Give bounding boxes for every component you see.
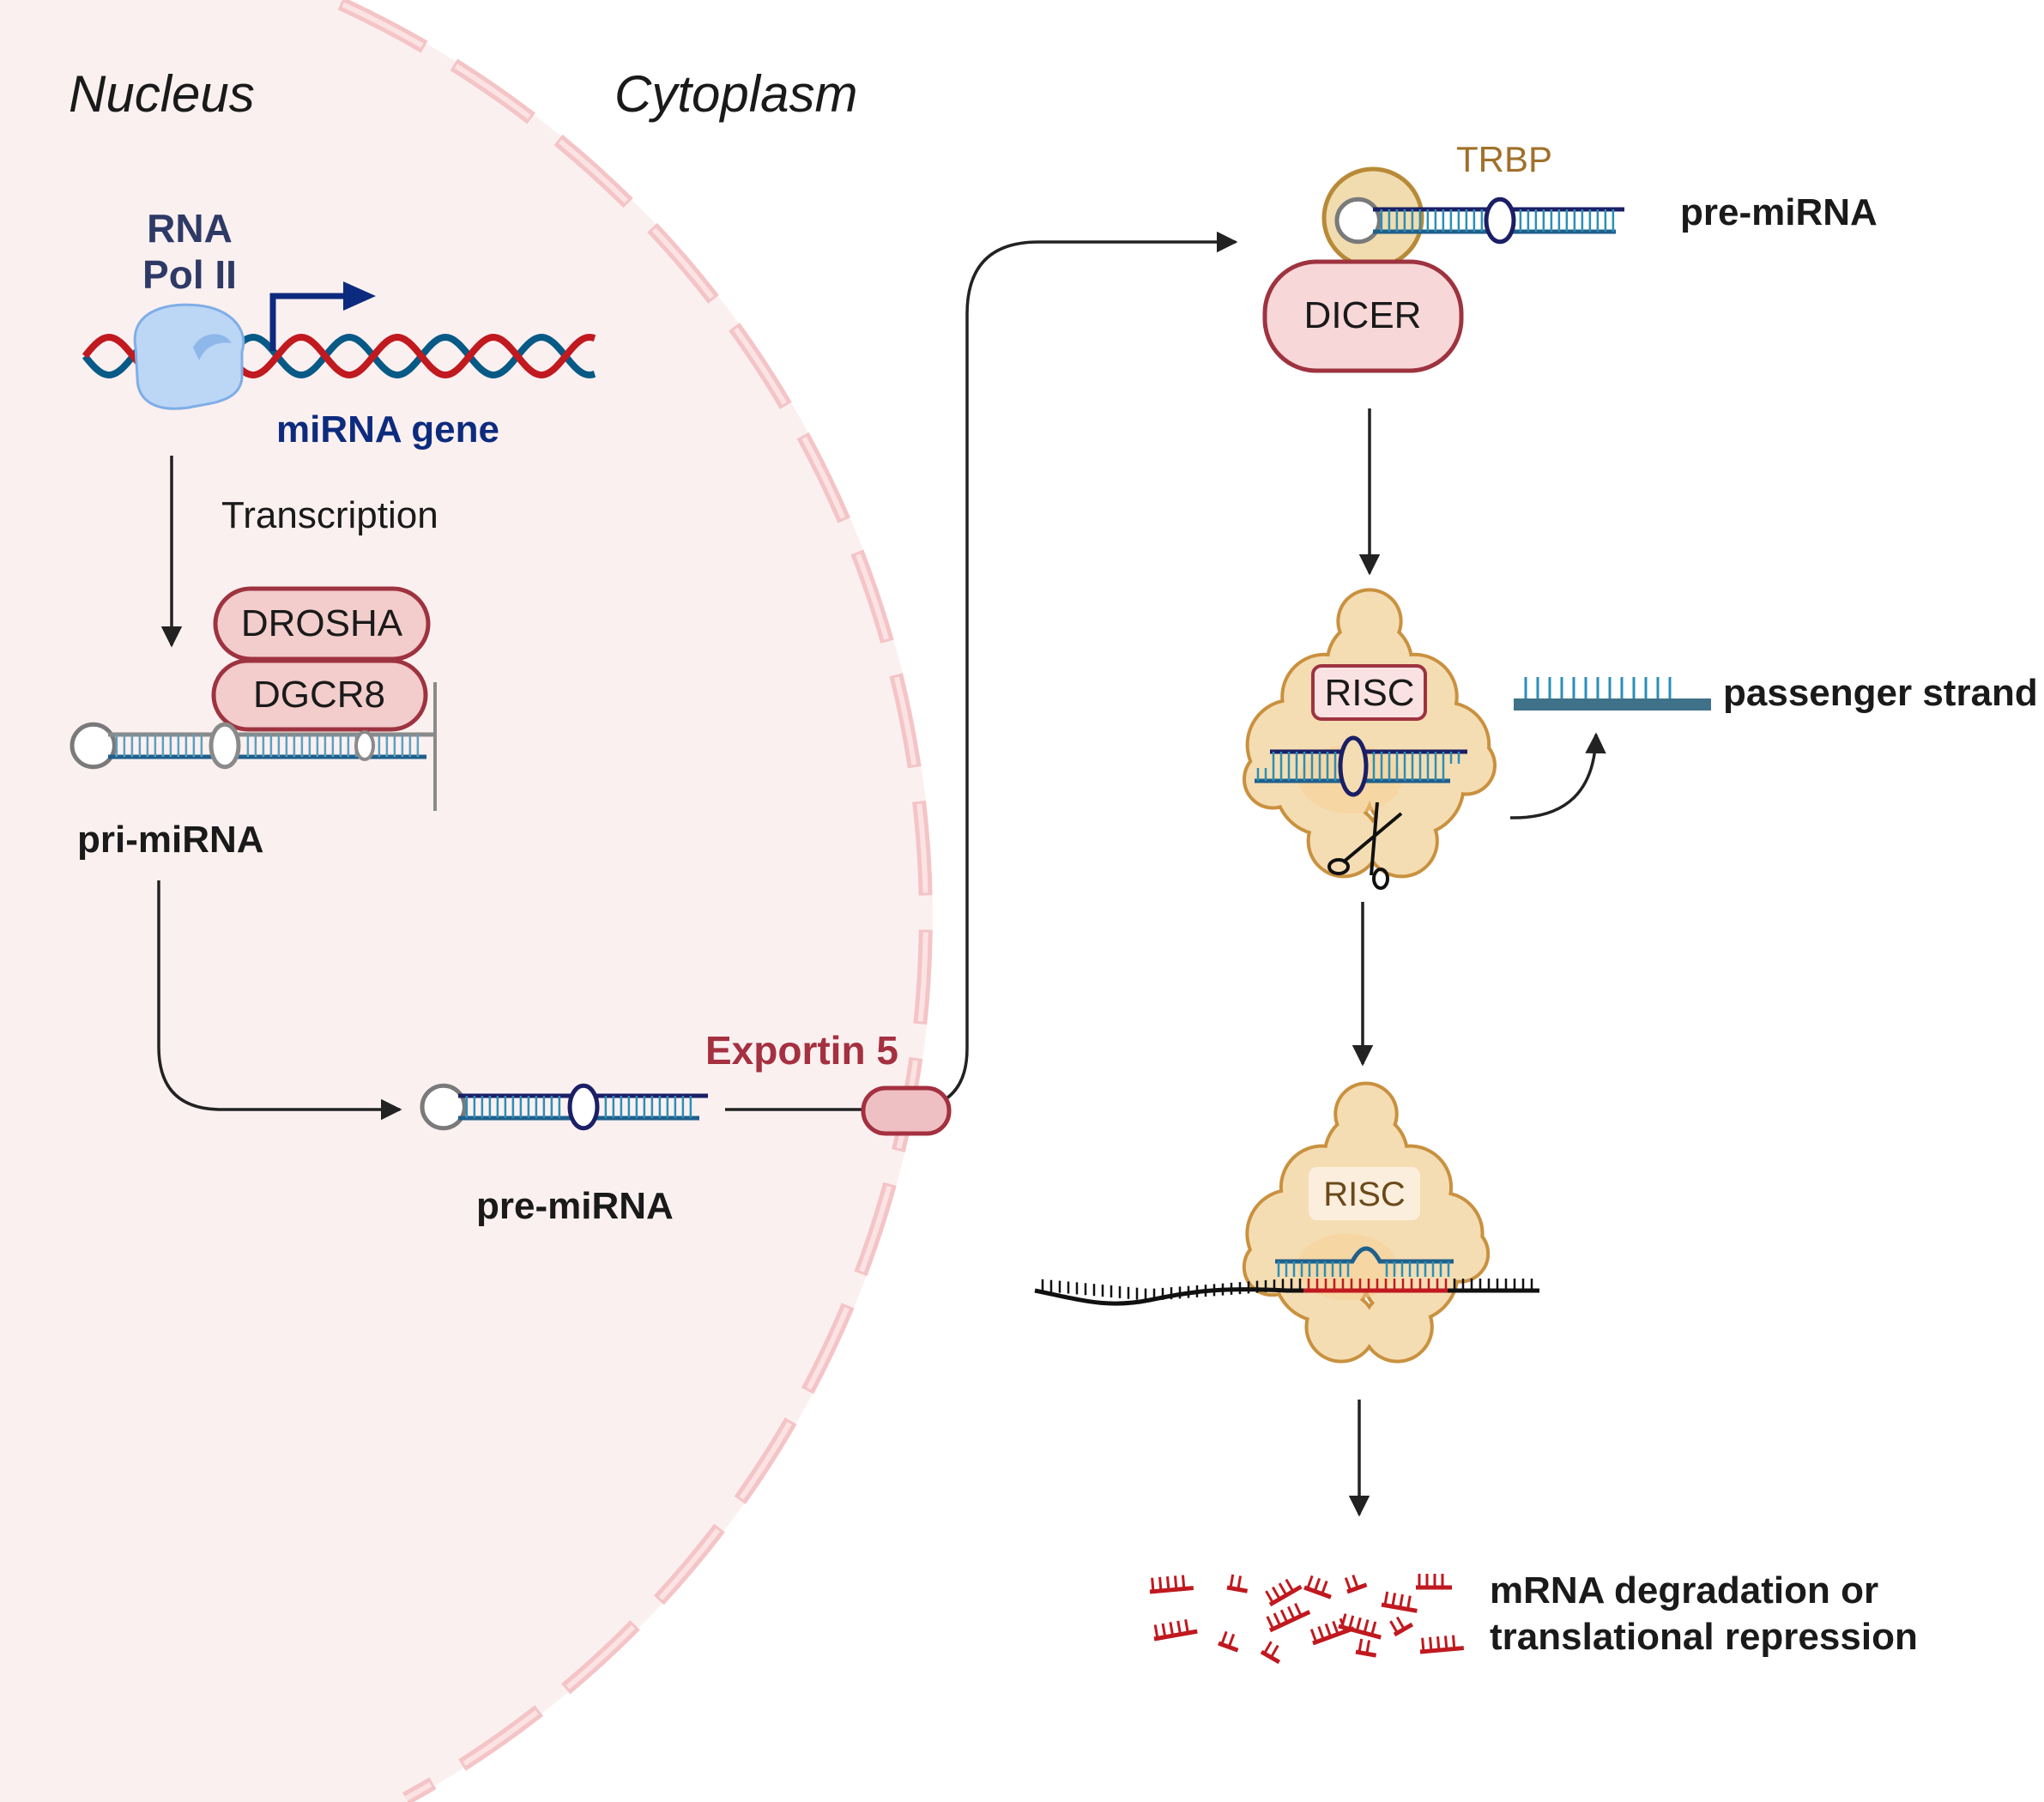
rna-pol-label-line1: RNA (147, 206, 233, 251)
mrna-fragment (1416, 1574, 1452, 1590)
mrna-fragment (1218, 1630, 1239, 1653)
mrna-fragment (1260, 1641, 1281, 1665)
mrna-fragment (1389, 1616, 1414, 1637)
mrna-fragment (1381, 1591, 1418, 1613)
nucleus-region (0, 0, 933, 1802)
pre-mirna-label-cytoplasm: pre-miRNA (1680, 191, 1878, 233)
mirna-gene-label: miRNA gene (276, 408, 499, 450)
drosha-label: DROSHA (241, 602, 403, 644)
mrna-fragments-icon (1149, 1574, 1465, 1665)
dgcr8-protein: DGCR8 (211, 658, 428, 732)
pre-mirna-hairpin-nucleus (420, 1083, 708, 1131)
rna-pol-label-line2: Pol II (142, 252, 237, 297)
pre-mirna-hairpin-cytoplasm (1334, 197, 1624, 245)
nucleus-label: Nucleus (69, 65, 255, 123)
mrna-fragment (1309, 1618, 1355, 1646)
mrna-fragment (1149, 1575, 1194, 1594)
promoter-arrow-icon (269, 293, 348, 351)
mrna-fragment (1153, 1619, 1198, 1642)
scissors-icon (1327, 801, 1403, 890)
mrna-fragment (1265, 1578, 1303, 1607)
mrna-fragment (1338, 1613, 1382, 1640)
trbp-label: TRBP (1456, 139, 1552, 179)
rna-pol-ii-icon (133, 303, 245, 410)
mirna-duplex (1255, 735, 1467, 797)
exportin-5-channel (861, 1085, 952, 1136)
dicer-protein: DICER (1262, 259, 1464, 373)
risc-complex-targeting (1242, 1081, 1491, 1364)
passenger-strand-icon (1514, 677, 1711, 711)
dgcr8-label: DGCR8 (253, 674, 385, 716)
transcription-label: Transcription (221, 494, 438, 536)
risc-label-box-2 (1309, 1167, 1420, 1220)
mrna-fragment (1266, 1602, 1311, 1633)
pre-mirna-label-nucleus: pre-miRNA (476, 1185, 674, 1227)
target-mrna (1034, 1246, 1539, 1306)
outcome-label-line2: translational repression (1490, 1616, 1918, 1658)
processing-arrow (157, 880, 402, 1121)
release-arrow (1509, 732, 1606, 819)
dicer-label: DICER (1304, 294, 1422, 336)
risc-complex-loading (1243, 588, 1497, 879)
mrna-fragment (1303, 1575, 1332, 1599)
mrna-fragment (1226, 1574, 1249, 1593)
pri-mirna-hairpin (70, 682, 437, 811)
mrna-fragment (1344, 1575, 1368, 1594)
risc-label-2: RISC (1323, 1176, 1406, 1213)
cytoplasm-label: Cytoplasm (614, 65, 857, 123)
outcome-label-line1: mRNA degradation or (1490, 1569, 1878, 1612)
risc-label-box (1311, 664, 1427, 721)
mrna-fragment (1419, 1635, 1465, 1654)
pri-mirna-label: pri-miRNA (77, 819, 264, 861)
mrna-fragment (1355, 1638, 1377, 1658)
risc-label-1: RISC (1324, 672, 1414, 714)
passenger-strand-label: passenger strand (1723, 672, 2038, 714)
exportin-label: Exportin 5 (705, 1028, 898, 1073)
drosha-protein: DROSHA (213, 586, 431, 662)
